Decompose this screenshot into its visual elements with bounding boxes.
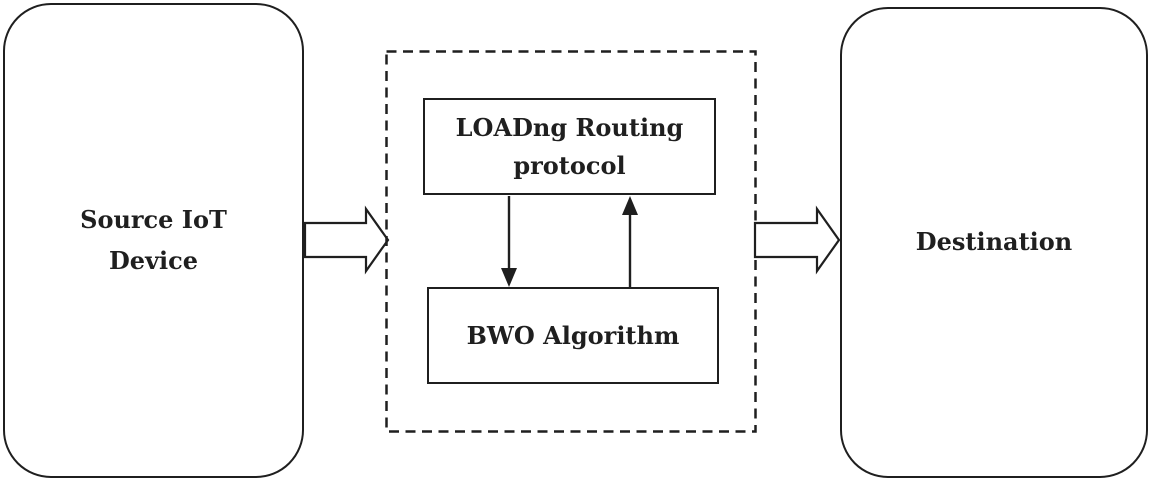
- source-iot-device-label: Source IoT Device: [80, 204, 227, 275]
- arrow-down-icon: [501, 196, 517, 287]
- destination-node: Destination: [840, 7, 1148, 478]
- destination-label: Destination: [915, 227, 1073, 257]
- arrow-up-icon: [622, 196, 638, 287]
- processing-module-frame: [385, 50, 757, 433]
- loadng-routing-protocol-node: LOADng Routing protocol: [423, 98, 716, 195]
- block-arrow-right-icon: [304, 205, 390, 275]
- bwo-algorithm-label: BWO Algorithm: [466, 320, 680, 350]
- bwo-algorithm-node: BWO Algorithm: [427, 287, 719, 384]
- block-arrow-right-icon: [753, 205, 841, 275]
- loadng-routing-protocol-label: LOADng Routing protocol: [455, 113, 684, 180]
- source-iot-device-node: Source IoT Device: [3, 3, 304, 478]
